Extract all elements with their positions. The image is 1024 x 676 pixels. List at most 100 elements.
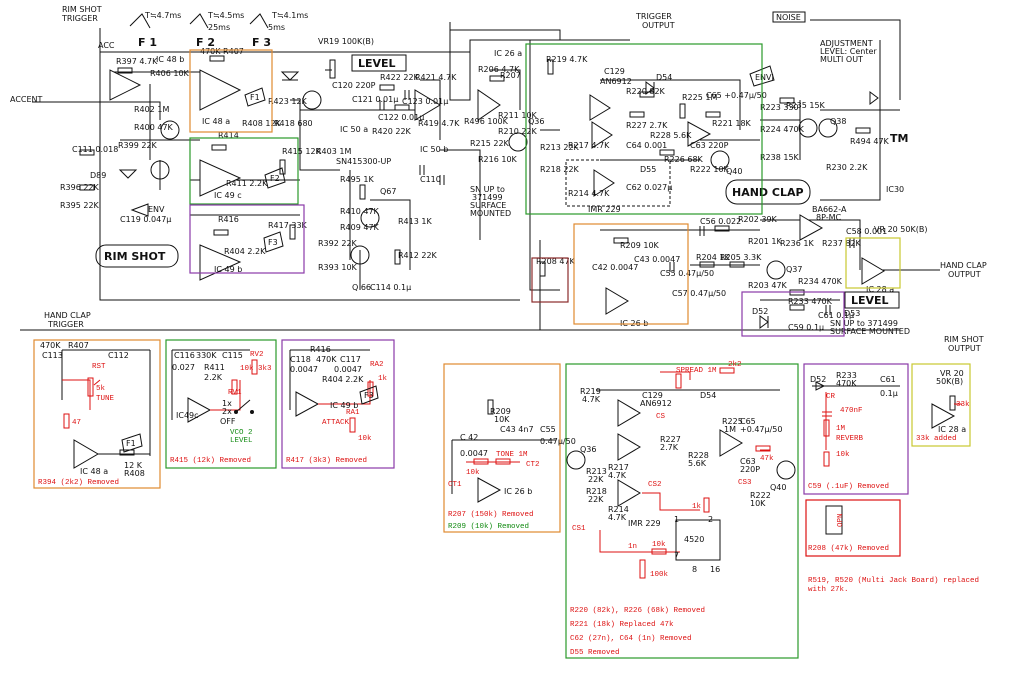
svg-text:R207: R207 <box>500 71 521 80</box>
svg-text:220P: 220P <box>740 465 760 474</box>
svg-text:C118: C118 <box>290 355 311 364</box>
svg-text:R201 1K: R201 1K <box>748 237 782 246</box>
svg-text:1k: 1k <box>692 503 702 511</box>
svg-text:D52: D52 <box>752 307 768 316</box>
svg-text:R228 5.6K: R228 5.6K <box>650 131 692 140</box>
svg-text:470nF: 470nF <box>840 407 863 415</box>
svg-text:IC49c: IC49c <box>176 411 199 420</box>
svg-text:47k: 47k <box>760 455 774 463</box>
svg-text:TRIGGER: TRIGGER <box>47 320 84 329</box>
svg-text:MULTI OUT: MULTI OUT <box>820 55 863 64</box>
highlight-hc-tone <box>573 223 689 325</box>
svg-text:IC 26 a: IC 26 a <box>494 49 522 58</box>
svg-text:0.1μ: 0.1μ <box>880 389 898 398</box>
highlight-hc-env <box>525 43 763 215</box>
svg-text:4520: 4520 <box>684 535 704 544</box>
svg-text:R226 68K: R226 68K <box>664 155 704 164</box>
svg-text:R219 4.7K: R219 4.7K <box>546 55 588 64</box>
svg-text:R202 39K: R202 39K <box>738 215 778 224</box>
svg-text:OFF: OFF <box>220 417 236 426</box>
svg-text:4.7K: 4.7K <box>608 513 627 522</box>
svg-text:10k: 10k <box>652 541 666 549</box>
svg-text:RV2: RV2 <box>250 351 264 359</box>
svg-text:VCO 2: VCO 2 <box>230 429 253 437</box>
hand-clap-title: HAND CLAP <box>732 186 804 199</box>
mod-r208-caption: R208 (47k) Removed <box>808 545 889 553</box>
svg-text:R419 4.7K: R419 4.7K <box>418 119 460 128</box>
svg-text:10K: 10K <box>494 415 510 424</box>
svg-text:F 3: F 3 <box>252 36 271 49</box>
svg-text:R208 47K: R208 47K <box>536 257 576 266</box>
svg-text:R421 4.7K: R421 4.7K <box>415 73 457 82</box>
svg-text:C64 0.001: C64 0.001 <box>626 141 667 150</box>
svg-text:Q36: Q36 <box>528 117 544 126</box>
svg-text:1M: 1M <box>724 425 736 434</box>
svg-text:33k: 33k <box>956 401 970 409</box>
svg-text:R233 470K: R233 470K <box>788 297 833 306</box>
svg-text:0.0047: 0.0047 <box>334 365 362 374</box>
svg-text:OUTPUT: OUTPUT <box>948 344 981 353</box>
rim-shot-trigger-line1: RIM SHOT <box>62 5 102 14</box>
svg-text:IC 48 b: IC 48 b <box>156 55 184 64</box>
svg-text:R408: R408 <box>124 469 145 478</box>
svg-text:22K: 22K <box>588 495 604 504</box>
svg-text:R218: R218 <box>586 487 607 496</box>
svg-text:TUNE: TUNE <box>96 395 115 403</box>
svg-text:C119 0.047μ: C119 0.047μ <box>120 215 171 224</box>
svg-text:R413 1K: R413 1K <box>398 217 432 226</box>
svg-text:RIM SHOT: RIM SHOT <box>944 335 984 344</box>
svg-text:R216 10K: R216 10K <box>478 155 518 164</box>
svg-text:OUTPUT: OUTPUT <box>642 21 675 30</box>
svg-text:IC 26 b: IC 26 b <box>504 487 532 496</box>
mod-box-r208: OPN R208 (47k) Removed <box>805 499 901 557</box>
svg-text:470K: 470K <box>40 341 61 350</box>
svg-text:RV1: RV1 <box>228 389 242 397</box>
mod-box-hc-tone: R209 10K C 42 0.0047 C43 4n7 C55 0.47μ/5… <box>443 363 576 533</box>
svg-text:1: 1 <box>674 515 679 524</box>
svg-text:LEVEL: Center: LEVEL: Center <box>820 47 877 56</box>
svg-text:LEVEL: LEVEL <box>230 437 253 445</box>
svg-text:C116: C116 <box>174 351 195 360</box>
svg-text:R210 22K: R210 22K <box>498 127 538 136</box>
svg-text:C43 4n7: C43 4n7 <box>500 425 534 434</box>
svg-text:10K: 10K <box>750 499 766 508</box>
svg-text:C55 0.47μ/50: C55 0.47μ/50 <box>660 269 714 278</box>
svg-text:C121 0.01μ: C121 0.01μ <box>352 95 398 104</box>
svg-text:C65: C65 <box>740 417 756 426</box>
rim-shot-circuit: IC 48 b IC 48 a IC 49 c IC 49 b IC 50 a … <box>20 28 561 331</box>
svg-text:R227: R227 <box>660 435 681 444</box>
svg-text:T≒4.7ms: T≒4.7ms <box>144 11 181 20</box>
svg-text:REVERB: REVERB <box>836 435 864 443</box>
svg-text:VR 20 50K(B): VR 20 50K(B) <box>874 225 927 234</box>
svg-text:2.2K: 2.2K <box>204 373 223 382</box>
mod-hc-spread-caption2: R221 (18k) Replaced 47k <box>570 621 674 629</box>
multi-jack-note-line2: with 27k. <box>808 586 849 594</box>
svg-text:R416: R416 <box>310 345 331 354</box>
mod-box-vr20: VR 20 50K(B) IC 28 a 33k 33k added <box>911 363 971 447</box>
svg-text:R220 82K: R220 82K <box>626 87 666 96</box>
svg-text:F 2: F 2 <box>196 36 215 49</box>
svg-text:SURFACE MOUNTED: SURFACE MOUNTED <box>830 327 910 336</box>
svg-text:C59 0.1μ: C59 0.1μ <box>788 323 824 332</box>
svg-text:R213 22K: R213 22K <box>540 143 580 152</box>
svg-text:R423 12K: R423 12K <box>268 97 308 106</box>
svg-text:D54: D54 <box>656 73 672 82</box>
mod-hc-spread-caption3: C62 (27n), C64 (1n) Removed <box>570 635 692 643</box>
svg-text:0.0047: 0.0047 <box>290 365 318 374</box>
rim-shot-title: RIM SHOT <box>104 250 166 263</box>
svg-text:BA662-A: BA662-A <box>812 205 847 214</box>
svg-text:330K: 330K <box>196 351 217 360</box>
rim-level-label: LEVEL <box>358 57 396 70</box>
svg-text:4.7K: 4.7K <box>608 471 627 480</box>
svg-text:SURFACE: SURFACE <box>470 201 506 210</box>
svg-text:R412 22K: R412 22K <box>398 251 438 260</box>
svg-text:22K: 22K <box>588 475 604 484</box>
svg-text:IMR 229: IMR 229 <box>628 519 661 528</box>
mod-box-hc-spread: 4520 1 2 7 8 16 R219 4.7K C129 AN6912 D5… <box>565 361 799 659</box>
svg-text:R238 15K: R238 15K <box>760 153 800 162</box>
svg-text:R402 1M: R402 1M <box>134 105 169 114</box>
svg-text:Q36: Q36 <box>580 445 596 454</box>
svg-text:R222: R222 <box>750 491 771 500</box>
svg-text:CS1: CS1 <box>572 525 586 533</box>
svg-text:C115: C115 <box>222 351 243 360</box>
